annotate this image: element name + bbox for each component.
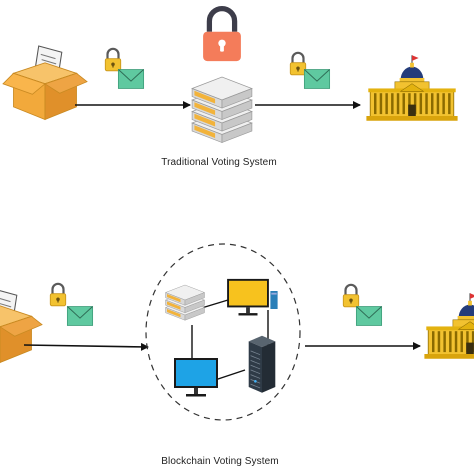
lock-icon <box>289 51 307 76</box>
ballot-box-icon <box>0 290 43 364</box>
network-boundary <box>145 243 301 421</box>
lock-icon <box>203 5 241 62</box>
blockchain-caption: Blockchain Voting System <box>161 456 279 467</box>
tower-server-icon <box>270 291 278 309</box>
blockchain-voting-system <box>0 243 474 421</box>
envelope-icon <box>117 69 145 89</box>
envelope-icon <box>355 306 383 326</box>
lock-icon <box>342 283 360 308</box>
network-link <box>214 369 246 381</box>
envelope-icon <box>303 69 331 89</box>
traditional-caption: Traditional Voting System <box>161 157 277 168</box>
envelope-icon <box>66 306 94 326</box>
flow-arrow <box>23 342 149 351</box>
lock-icon <box>49 282 67 307</box>
server-icon <box>164 284 206 321</box>
desktop-computer-icon <box>227 278 269 316</box>
government-building-icon <box>424 293 474 359</box>
desktop-computer-icon <box>174 358 218 397</box>
ballot-box-icon <box>2 45 88 121</box>
server-icon <box>191 76 253 144</box>
lock-icon <box>104 47 122 72</box>
traditional-voting-system <box>2 5 458 144</box>
tower-server-icon <box>248 335 276 393</box>
government-building-icon <box>366 55 458 121</box>
